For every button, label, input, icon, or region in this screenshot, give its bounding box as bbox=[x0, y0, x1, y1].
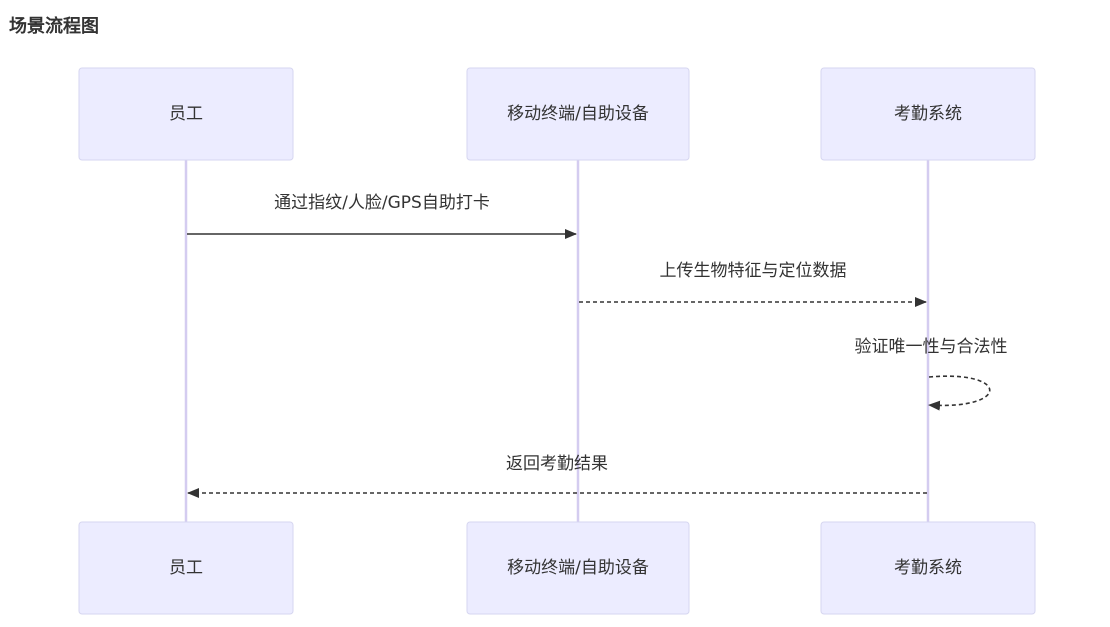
message-label: 验证唯一性与合法性 bbox=[855, 337, 1008, 357]
message-label: 通过指纹/人脸/GPS自助打卡 bbox=[274, 193, 490, 213]
actor-label: 考勤系统 bbox=[894, 558, 962, 578]
message-label: 返回考勤结果 bbox=[506, 454, 608, 474]
actor-label: 员工 bbox=[169, 558, 203, 578]
actor-label: 考勤系统 bbox=[894, 104, 962, 124]
lifelines bbox=[184, 160, 930, 522]
actor-label: 员工 bbox=[169, 104, 203, 124]
actor-attendance-top: 考勤系统 bbox=[820, 67, 1036, 161]
actor-terminal-bottom: 移动终端/自助设备 bbox=[466, 521, 690, 615]
actor-employee-top: 员工 bbox=[78, 67, 294, 161]
actor-terminal-top: 移动终端/自助设备 bbox=[466, 67, 690, 161]
actor-employee-bottom: 员工 bbox=[78, 521, 294, 615]
message-2: 上传生物特征与定位数据 bbox=[579, 261, 927, 307]
message-3: 验证唯一性与合法性 bbox=[855, 337, 1008, 411]
page-title: 场景流程图 bbox=[9, 16, 99, 37]
actor-label: 移动终端/自助设备 bbox=[507, 558, 649, 578]
message-arrow bbox=[928, 375, 991, 411]
actor-attendance-bottom: 考勤系统 bbox=[820, 521, 1036, 615]
message-1: 通过指纹/人脸/GPS自助打卡 bbox=[187, 193, 577, 239]
message-label: 上传生物特征与定位数据 bbox=[660, 261, 847, 281]
message-4: 返回考勤结果 bbox=[187, 454, 927, 498]
actor-label: 移动终端/自助设备 bbox=[507, 104, 649, 124]
